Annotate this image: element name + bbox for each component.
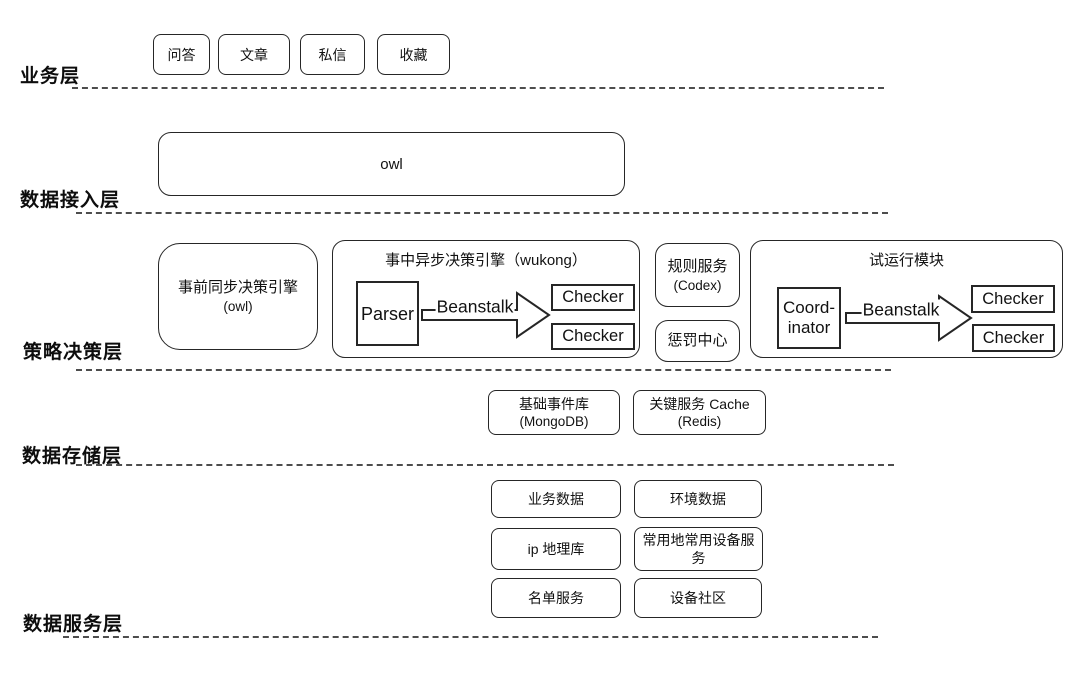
wukong-checker-bottom-box: Checker <box>551 323 635 350</box>
business-box-article-label: 文章 <box>240 46 268 63</box>
trial-checker-bottom-label: Checker <box>982 328 1045 347</box>
layer-label-storage: 数据存储层 <box>22 446 123 467</box>
service-box-list-service-label: 名单服务 <box>528 590 584 606</box>
layer-label-strategy: 策略决策层 <box>23 342 124 363</box>
layer-label-business: 业务层 <box>20 66 81 87</box>
service-box-common-device: 常用地常用设备服务 <box>634 527 763 571</box>
wukong-checker-bottom-label: Checker <box>562 327 624 345</box>
trial-module-box: 试运行模块 Coord- inator Beanstalk Checker Ch… <box>750 240 1063 358</box>
rule-service-title: 规则服务 <box>667 257 728 275</box>
pre-sync-engine-title: 事前同步决策引擎 <box>177 279 298 296</box>
trial-module-title: 试运行模块 <box>868 252 944 269</box>
punish-center-box: 惩罚中心 <box>655 320 740 362</box>
parser-label: Parser <box>360 303 414 324</box>
mongodb-subtitle: (MongoDB) <box>519 414 589 429</box>
service-box-business-data-label: 业务数据 <box>528 491 584 507</box>
coordinator-box: Coord- inator <box>777 287 841 349</box>
wukong-checker-top-label: Checker <box>562 288 624 306</box>
redis-subtitle: (Redis) <box>677 414 722 429</box>
parser-box: Parser <box>356 281 419 346</box>
service-box-device-community: 设备社区 <box>634 578 762 618</box>
coordinator-label-line1: Coord- <box>783 298 835 317</box>
trial-checker-top-box: Checker <box>971 285 1055 313</box>
service-box-list-service: 名单服务 <box>491 578 621 618</box>
redis-title: 关键服务 Cache <box>649 396 750 412</box>
service-box-env-data-label: 环境数据 <box>670 491 726 507</box>
trial-beanstalk-label: Beanstalk <box>861 299 941 321</box>
access-owl-label: owl <box>380 155 403 173</box>
business-box-qa: 问答 <box>153 34 210 75</box>
service-box-ip-geo: ip 地理库 <box>491 528 621 570</box>
pre-sync-engine-subtitle: (owl) <box>223 299 253 314</box>
separator-business <box>72 87 884 89</box>
redis-box: 关键服务 Cache (Redis) <box>633 390 766 435</box>
mongodb-box: 基础事件库 (MongoDB) <box>488 390 620 435</box>
business-box-article: 文章 <box>218 34 290 75</box>
separator-strategy <box>76 369 891 371</box>
business-box-qa-label: 问答 <box>167 46 196 63</box>
wukong-beanstalk-label: Beanstalk <box>435 296 515 318</box>
mongodb-title: 基础事件库 <box>519 396 589 412</box>
layer-label-service: 数据服务层 <box>23 614 124 635</box>
business-box-favorite: 收藏 <box>377 34 450 75</box>
service-box-device-community-label: 设备社区 <box>670 590 726 606</box>
service-box-business-data: 业务数据 <box>491 480 621 518</box>
wukong-engine-title: 事中异步决策引擎（wukong） <box>385 252 587 269</box>
pre-sync-engine-box: 事前同步决策引擎 (owl) <box>158 243 318 350</box>
layer-label-access: 数据接入层 <box>20 190 121 211</box>
service-box-ip-geo-label: ip 地理库 <box>527 541 585 557</box>
access-owl-box: owl <box>158 132 625 196</box>
separator-access <box>76 212 888 214</box>
business-box-message: 私信 <box>300 34 365 75</box>
service-box-env-data: 环境数据 <box>634 480 762 518</box>
separator-service <box>63 636 878 638</box>
wukong-engine-box: 事中异步决策引擎（wukong） Parser Beanstalk Checke… <box>332 240 640 358</box>
trial-checker-top-label: Checker <box>982 289 1044 308</box>
service-box-common-device-label: 常用地常用设备服务 <box>642 532 755 566</box>
separator-storage <box>76 464 894 466</box>
punish-center-label: 惩罚中心 <box>667 332 728 349</box>
coordinator-label-line2: inator <box>787 318 831 337</box>
business-box-message-label: 私信 <box>318 46 347 63</box>
business-box-favorite-label: 收藏 <box>399 46 428 63</box>
rule-service-subtitle: (Codex) <box>673 277 722 293</box>
wukong-checker-top-box: Checker <box>551 284 635 311</box>
rule-service-box: 规则服务 (Codex) <box>655 243 740 307</box>
trial-checker-bottom-box: Checker <box>972 324 1055 352</box>
